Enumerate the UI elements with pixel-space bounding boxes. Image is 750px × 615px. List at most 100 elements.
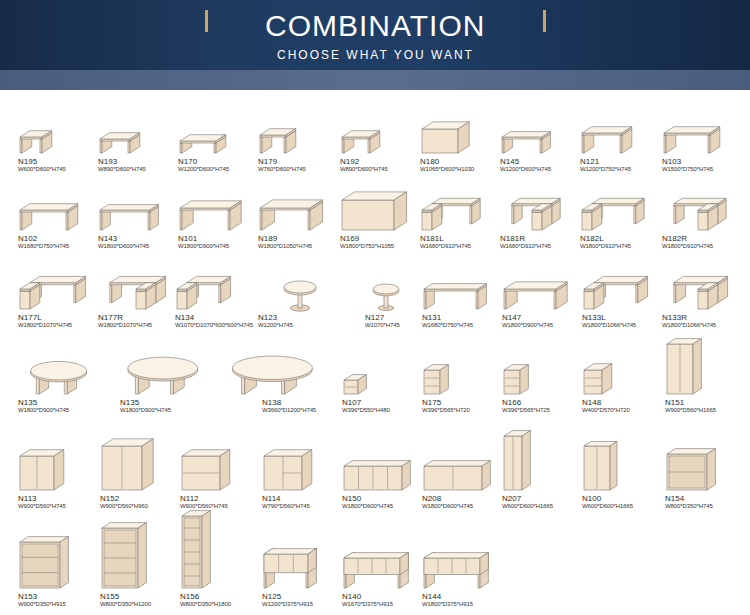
furniture-detail: [278, 555, 279, 572]
furniture-face: [344, 466, 402, 490]
item-caption: N181LW1680*D910*H745: [420, 234, 471, 250]
furniture-face: [542, 132, 550, 139]
furniture-face: [182, 456, 220, 490]
furniture-face: [424, 461, 490, 466]
item-caption: N182RW1800*D910*H745: [662, 234, 713, 250]
furniture-piece: [344, 461, 410, 490]
furniture-piece: [182, 511, 210, 588]
dimension-text: W600*D600*H1665: [502, 503, 553, 510]
dimension-text: W1800*D1066*H745: [662, 322, 716, 329]
furniture-face: [302, 450, 312, 490]
furniture-piece: [344, 375, 366, 394]
furniture-face: [667, 454, 707, 490]
furniture-face: [286, 129, 296, 137]
model-code: N156: [180, 592, 231, 601]
model-code: N112: [180, 494, 228, 503]
furniture-face: [310, 200, 323, 210]
furniture-detail: [184, 540, 200, 541]
furniture-face: [177, 291, 187, 309]
dimension-text: W1670*D375*H915: [342, 601, 393, 608]
dimension-text: W800*D350*H1800: [180, 601, 231, 608]
dimension-text: W1680*D750*H745: [422, 322, 473, 329]
furniture-detail: [283, 473, 301, 474]
furniture-face: [584, 291, 594, 309]
furniture-face: [150, 205, 158, 212]
furniture-face: [370, 131, 380, 139]
dimension-text: W900*D560*H1665: [665, 407, 716, 414]
furniture-face: [394, 192, 407, 230]
furniture-face: [667, 344, 693, 394]
furniture-face: [60, 537, 68, 588]
dimension-text: W890*D600*H745: [340, 166, 388, 173]
furniture-face: [20, 456, 54, 490]
dimension-text: W1800*D1070*H745: [18, 322, 72, 329]
dimension-text: W400*D570*H720: [582, 407, 630, 414]
model-code: N193: [98, 157, 146, 166]
furniture-face: [20, 291, 30, 309]
furniture-detail: [372, 559, 373, 574]
furniture-face: [440, 365, 448, 394]
model-code: N208: [422, 494, 473, 503]
furniture-face: [424, 284, 486, 289]
dimension-text: W1065*D600*H1030: [420, 166, 474, 173]
item-caption: N135W1800*D900*H745: [18, 398, 69, 414]
item-caption: N114W790*D560*H745: [262, 494, 310, 510]
furniture-face: [264, 554, 308, 573]
page-title: COMBINATION: [265, 10, 485, 42]
model-code: N166: [502, 398, 550, 407]
furniture-face: [138, 523, 146, 588]
furniture-detail: [184, 552, 200, 553]
furniture-face: [216, 135, 226, 143]
model-code: N181L: [420, 234, 471, 243]
model-code: N177L: [18, 313, 72, 322]
gold-bar: [543, 10, 546, 32]
model-code: N121: [580, 157, 631, 166]
furniture-piece: [180, 201, 241, 230]
furniture-detail: [585, 386, 601, 387]
furniture-piece: [284, 281, 316, 311]
item-caption: N177RW1800*D1070*H745: [98, 313, 152, 329]
item-caption: N113W900*D560*H745: [18, 494, 66, 510]
furniture-face: [504, 436, 522, 490]
furniture-face: [20, 542, 60, 588]
furniture-detail: [438, 559, 439, 574]
furniture-piece: [100, 205, 158, 230]
item-caption: N182LW1800*D910*H745: [580, 234, 631, 250]
item-caption: N179W760*D600*H745: [258, 157, 306, 173]
item-caption: N207W600*D600*H1665: [502, 494, 553, 510]
furniture-face: [344, 558, 400, 575]
dimension-text: W1800*D1066*H745: [582, 322, 636, 329]
furniture-piece: [582, 127, 632, 153]
furniture-face: [221, 276, 231, 284]
furniture-face: [478, 284, 486, 291]
furniture-face: [480, 553, 488, 575]
item-caption: N155W800*D350*H1200: [100, 592, 151, 608]
furniture-detail: [104, 543, 136, 544]
furniture-face: [402, 461, 410, 490]
furniture-face: [424, 558, 480, 575]
furniture-detail: [122, 447, 123, 489]
furniture-piece: [264, 450, 312, 490]
item-caption: N140W1670*D375*H915: [342, 592, 393, 608]
model-code: N103: [662, 157, 713, 166]
model-code: N101: [178, 234, 229, 243]
model-code: N195: [18, 157, 66, 166]
dimension-text: W800*D350*H745: [665, 503, 713, 510]
furniture-face: [718, 198, 726, 205]
furniture-face: [100, 205, 158, 210]
item-caption: N112W900*D560*H745: [180, 494, 228, 510]
furniture-piece: [100, 133, 140, 153]
item-caption: N169W1800*D750*H1055: [340, 234, 394, 250]
furniture-face: [480, 553, 488, 588]
furniture-piece: [422, 198, 480, 230]
dimension-text: W1800*D375*H915: [422, 601, 473, 608]
furniture-face: [592, 198, 644, 203]
furniture-detail: [505, 386, 519, 387]
model-code: N152: [100, 494, 148, 503]
dimension-text: W396*D565*H725: [502, 407, 550, 414]
furniture-face: [230, 201, 241, 210]
furniture-piece: [20, 131, 52, 153]
dimension-text: W1200*D375*H915: [262, 601, 313, 608]
dimension-text: W1680*D750*H745: [18, 243, 69, 250]
